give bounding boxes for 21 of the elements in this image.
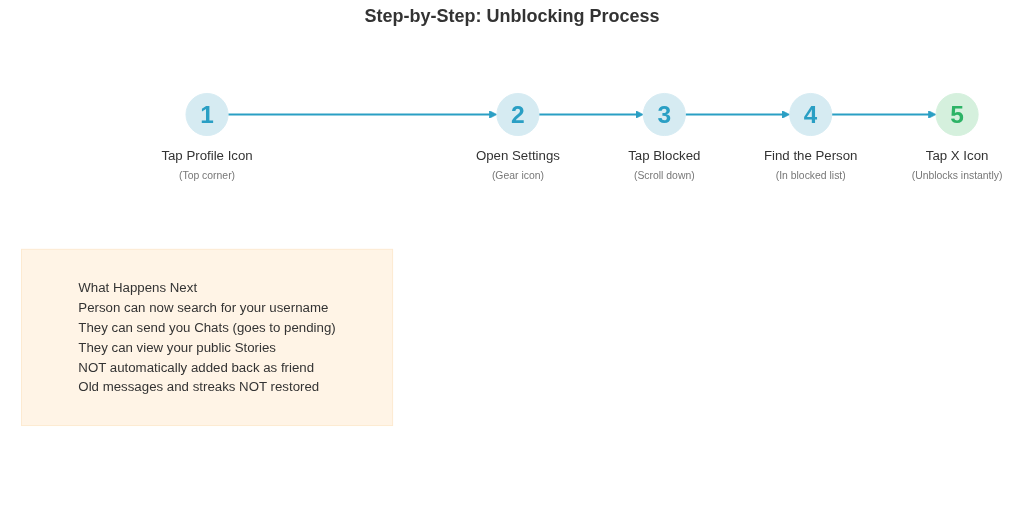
step-circle: 4: [789, 92, 833, 137]
step-label: Tap X Icon: [925, 148, 989, 164]
step-label: Find the Person: [763, 148, 858, 164]
step-hint: (Top corner): [179, 170, 236, 182]
arrow: [684, 110, 790, 119]
arrow: [227, 110, 498, 119]
step-circle: 3: [642, 92, 686, 137]
step-label: Tap Blocked: [628, 148, 701, 164]
info-panel: What Happens Next Person can now search for your username They can send you Chats (goes to pending) They can view your public Stories NOT automatically added back as friend Old messages and streaks NOT restored: [21, 248, 394, 427]
step-circle: 5: [935, 92, 979, 137]
step-hint: (Gear icon): [491, 170, 544, 182]
arrow: [538, 110, 644, 119]
step-circle: 2: [496, 92, 540, 137]
step-label: Open Settings: [475, 148, 560, 164]
diagram-title: Step-by-Step: Unblocking Process: [364, 6, 660, 27]
arrow: [830, 110, 937, 119]
step-label: Tap Profile Icon: [161, 148, 253, 164]
step-hint: (Unblocks instantly): [911, 170, 1003, 182]
step-hint: (Scroll down): [633, 170, 695, 182]
step-hint: (In blocked list): [775, 170, 846, 182]
step-circle: 1: [185, 92, 229, 137]
